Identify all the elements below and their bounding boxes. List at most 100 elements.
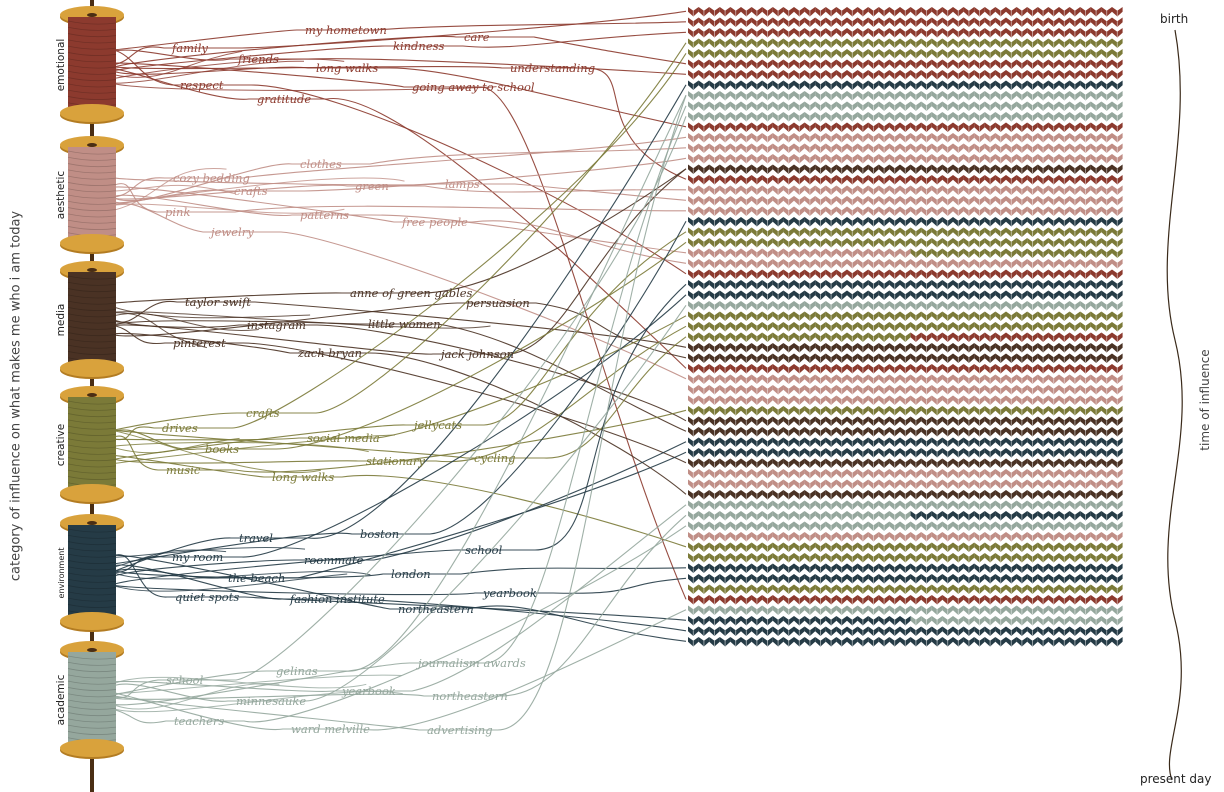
knit-row bbox=[688, 269, 1123, 279]
thread-loose-emotional bbox=[113, 60, 305, 84]
thread-loose-media bbox=[113, 311, 491, 329]
knit-row bbox=[688, 406, 1123, 416]
thread-label: social media bbox=[307, 431, 380, 445]
thread-label: friends bbox=[237, 52, 279, 66]
thread-label: understanding bbox=[510, 61, 595, 75]
thread-creative-7 bbox=[113, 409, 687, 473]
thread-label: minnesauke bbox=[236, 694, 306, 708]
thread-media-0 bbox=[113, 168, 687, 304]
thread-loose-creative bbox=[113, 430, 322, 474]
thread-label: fashion institute bbox=[289, 592, 385, 606]
spool-label: aesthetic bbox=[55, 171, 67, 220]
thread-label: the beach bbox=[228, 571, 285, 585]
knit-row bbox=[688, 458, 1123, 468]
thread-label: books bbox=[205, 442, 239, 456]
thread-label: journalism awards bbox=[415, 656, 526, 670]
thread-aesthetic-7 bbox=[113, 186, 687, 264]
thread-loose-environment bbox=[113, 570, 371, 580]
knit-row bbox=[688, 80, 1123, 90]
knit-row bbox=[688, 385, 1123, 395]
thread-media-6 bbox=[113, 332, 687, 495]
knit-row bbox=[688, 112, 1123, 122]
thread-label: long walks bbox=[272, 470, 334, 484]
knit-row bbox=[688, 101, 1123, 111]
knit-row bbox=[688, 626, 1123, 636]
spool-label: media bbox=[55, 304, 67, 337]
thread-label: teachers bbox=[174, 714, 224, 728]
thread-academic-5 bbox=[113, 514, 687, 700]
thread-loose-aesthetic bbox=[113, 167, 227, 211]
thread-label: free people bbox=[401, 215, 468, 229]
knit-row bbox=[688, 164, 1123, 174]
knit-row bbox=[688, 343, 1123, 353]
thread-label: advertising bbox=[427, 723, 493, 737]
knit-row bbox=[688, 490, 1123, 500]
thread-academic-2 bbox=[113, 116, 687, 699]
thread-label: quiet spots bbox=[175, 590, 239, 604]
knit-row bbox=[688, 290, 1123, 300]
thread-label: school bbox=[465, 543, 503, 557]
thread-creative-4 bbox=[113, 315, 687, 441]
knit-row bbox=[688, 259, 1123, 269]
knit-row bbox=[688, 605, 1123, 615]
spool-label: academic bbox=[55, 674, 67, 725]
knit-row bbox=[688, 217, 1123, 227]
thread-environment-4 bbox=[113, 441, 687, 577]
knit-row bbox=[688, 542, 1123, 552]
timeline-line bbox=[1166, 29, 1183, 781]
thread-loose-emotional bbox=[113, 58, 345, 79]
knit-row bbox=[688, 59, 1123, 69]
thread-loose-academic bbox=[113, 683, 280, 710]
spool-label: creative bbox=[55, 424, 67, 466]
thread-label: green bbox=[355, 179, 389, 193]
thread-label: music bbox=[166, 463, 201, 477]
thread-label: gratitude bbox=[257, 92, 311, 106]
thread-loose-creative bbox=[113, 441, 369, 453]
thread-academic-8 bbox=[113, 95, 687, 731]
thread-label: stationary bbox=[366, 454, 425, 468]
spools: emotionalaestheticmediacreativeenvironme… bbox=[55, 6, 124, 759]
present-day-label: present day bbox=[1140, 772, 1212, 786]
thread-label: london bbox=[391, 567, 431, 581]
thread-label: cycling bbox=[474, 451, 516, 465]
thread-label: my room bbox=[172, 550, 223, 564]
thread-academic-0 bbox=[113, 95, 687, 696]
knit-row bbox=[688, 469, 1123, 479]
knit-row bbox=[688, 227, 1123, 237]
knit-row bbox=[688, 143, 1123, 153]
thread-creative-1 bbox=[113, 53, 687, 441]
knit-row bbox=[688, 332, 1123, 342]
knit-row bbox=[688, 521, 1123, 531]
thread-label: ward melville bbox=[291, 722, 370, 736]
thread-label: family bbox=[171, 41, 208, 55]
thread-loose-media bbox=[113, 312, 259, 332]
thread-label: lamps bbox=[445, 177, 480, 191]
thread-emotional-7 bbox=[113, 49, 687, 275]
thread-label: drives bbox=[162, 421, 198, 435]
thread-label: boston bbox=[360, 527, 399, 541]
thread-label: jellycats bbox=[411, 418, 462, 432]
knit-row bbox=[688, 511, 1123, 521]
thread-loose-creative bbox=[113, 437, 240, 454]
thread-aesthetic-1 bbox=[113, 147, 687, 204]
thread-label: crafts bbox=[234, 184, 268, 198]
thread-aesthetic-0 bbox=[113, 136, 687, 198]
thread-emotional-8 bbox=[113, 68, 687, 369]
thread-label: clothes bbox=[300, 157, 342, 171]
knit-row bbox=[688, 311, 1123, 321]
knit-row bbox=[688, 500, 1123, 510]
thread-environment-8 bbox=[113, 554, 687, 621]
thread-loose-creative bbox=[113, 434, 395, 464]
thread-aesthetic-6 bbox=[113, 194, 687, 254]
knit-row bbox=[688, 437, 1123, 447]
knit-row bbox=[688, 154, 1123, 164]
knit-row bbox=[688, 322, 1123, 332]
thread-creative-5 bbox=[113, 325, 687, 464]
thread-label: persuasion bbox=[466, 296, 530, 310]
thread-label: cozy bedding bbox=[173, 171, 250, 185]
knit-row bbox=[688, 427, 1123, 437]
thread-label: pink bbox=[165, 205, 190, 219]
spool-creative: creative bbox=[55, 386, 124, 504]
